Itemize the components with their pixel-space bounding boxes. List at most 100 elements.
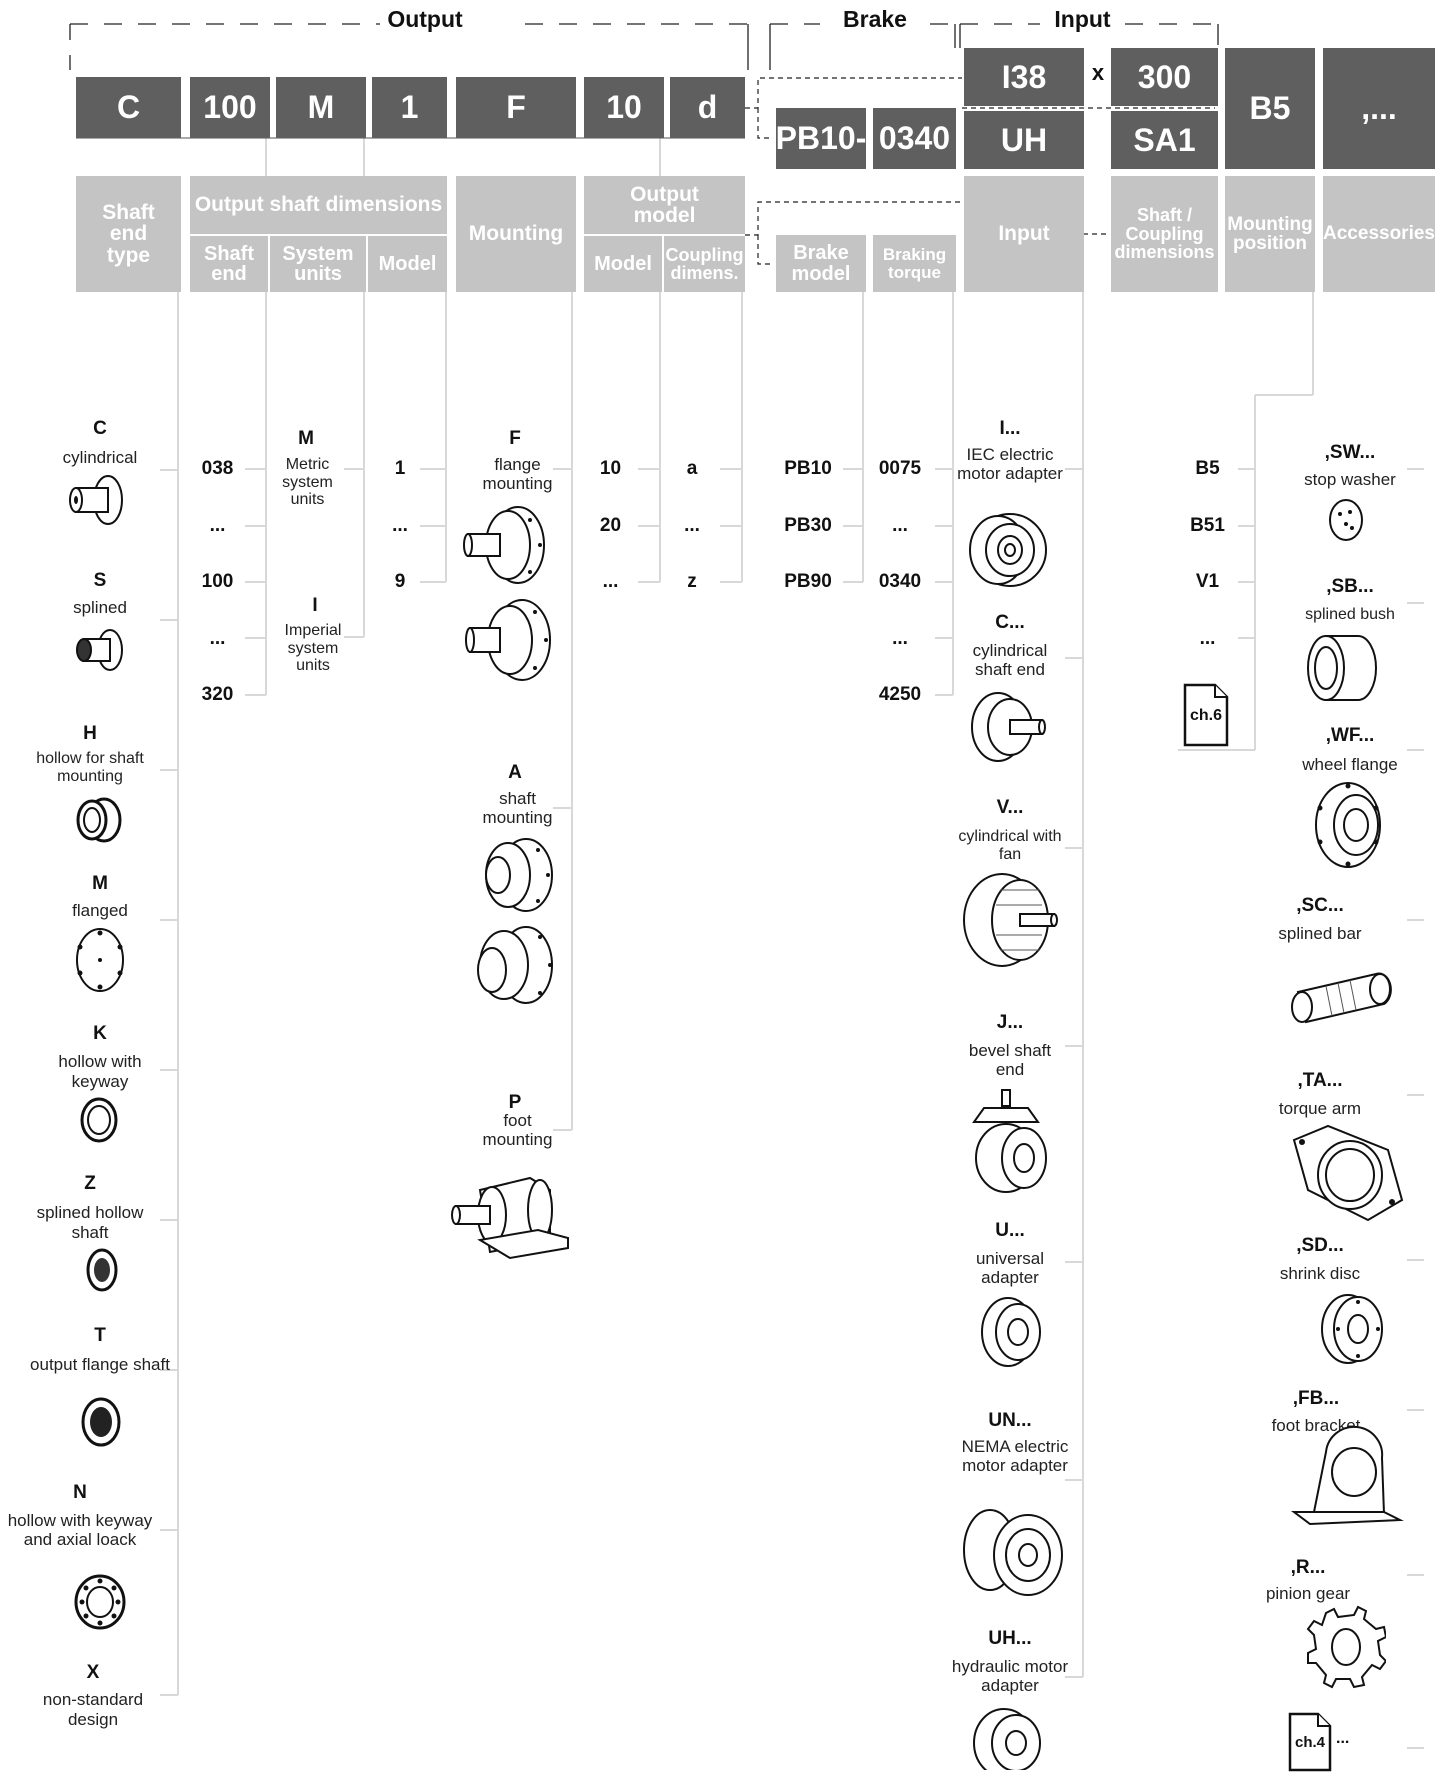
- cylindrical-shaft-icon: [69, 475, 123, 525]
- code-c: C: [76, 77, 181, 138]
- hydraulic-adapter-icon: [973, 1708, 1041, 1770]
- system-units-i-code: I: [312, 595, 318, 616]
- shaft-size-320: 320: [201, 684, 234, 705]
- accessory-ta-code: ,TA...: [1297, 1070, 1343, 1091]
- shaft-type-h-code: H: [83, 723, 97, 744]
- input-c-code: C...: [995, 612, 1025, 633]
- shaft-type-m-code: M: [92, 873, 108, 894]
- mounting-p-code: P: [508, 1092, 522, 1113]
- position-ellipsis: ...: [1199, 628, 1216, 649]
- chapter-6-label: ch.6: [1189, 707, 1222, 724]
- shaft-mounting-icon: [477, 838, 553, 1004]
- cylindrical-input-icon: [971, 692, 1046, 762]
- code-1: 1: [372, 77, 447, 138]
- mounting-p-desc: foot mounting: [482, 1111, 553, 1149]
- system-units-m-code: M: [298, 428, 314, 449]
- accessory-ta-desc: torque arm: [1278, 1099, 1362, 1118]
- code-torque: 0340: [873, 108, 956, 169]
- accessory-sb-code: ,SB...: [1326, 576, 1374, 597]
- accessory-sd-code: ,SD...: [1296, 1235, 1344, 1256]
- chapter-4-label: ch.4: [1294, 1734, 1325, 1751]
- code-accessories: ,...: [1323, 48, 1435, 169]
- hollow-keyway-icon: [80, 1097, 118, 1143]
- code-size: 100: [190, 77, 270, 138]
- code-b5: B5: [1225, 48, 1315, 169]
- shaft-type-z-code: Z: [84, 1173, 96, 1194]
- input-i-code: I...: [999, 418, 1021, 439]
- input-j-code: J...: [996, 1012, 1024, 1033]
- wheel-flange-icon: [1315, 782, 1381, 868]
- group-brake: Brake: [843, 6, 907, 32]
- input-uh-code: UH...: [988, 1628, 1032, 1649]
- code-300: 300: [1111, 48, 1218, 106]
- torque-arm-icon: [1292, 1124, 1404, 1222]
- input-v-code: V...: [996, 797, 1024, 818]
- system-units-m-desc: Metric system units: [282, 456, 333, 509]
- accessory-r-code: ,R...: [1290, 1557, 1326, 1578]
- torque-4250: 4250: [878, 684, 922, 705]
- code-i38: I38: [964, 48, 1084, 106]
- iec-adapter-icon: [969, 513, 1047, 587]
- accessory-wf-code: ,WF...: [1325, 725, 1375, 746]
- chapter-6-file-icon[interactable]: ch.6: [1181, 683, 1231, 748]
- output-model-10: 10: [599, 458, 622, 479]
- chapter-4-more: ...: [1336, 1730, 1350, 1747]
- accessory-sw-code: ,SW...: [1324, 442, 1376, 463]
- flange-mounting-icon: [463, 506, 551, 681]
- torque-ellipsis-2: ...: [892, 628, 908, 649]
- accessory-wf-desc: wheel flange: [1302, 755, 1398, 774]
- code-sa1: SA1: [1111, 111, 1218, 169]
- header-input: Input: [964, 176, 1084, 292]
- header-om-model: Model: [584, 236, 662, 292]
- input-un-desc: NEMA electric motor adapter: [961, 1437, 1069, 1475]
- code-d: d: [670, 77, 745, 138]
- group-input: Input: [1054, 6, 1111, 32]
- shaft-type-x-desc: non-standard design: [42, 1690, 144, 1729]
- shaft-type-s-desc: splined: [73, 598, 127, 617]
- code-x: x: [1091, 60, 1105, 85]
- header-model: Model: [368, 236, 447, 292]
- universal-adapter-icon: [981, 1297, 1041, 1367]
- model-9: 9: [394, 571, 406, 592]
- input-u-desc: universal adapter: [975, 1249, 1045, 1287]
- shaft-type-c-desc: cylindrical: [62, 448, 138, 467]
- shaft-type-k-desc: hollow with keyway: [58, 1052, 142, 1091]
- splined-hollow-icon: [86, 1248, 118, 1292]
- torque-ellipsis-1: ...: [892, 515, 908, 536]
- code-10: 10: [584, 77, 664, 138]
- brake-model-pb30: PB30: [784, 515, 832, 536]
- mounting-f-code: F: [509, 428, 521, 449]
- input-c-desc: cylindrical shaft end: [972, 641, 1048, 679]
- shaft-type-t-code: T: [94, 1325, 106, 1346]
- splined-bar-icon: [1291, 972, 1392, 1024]
- shaft-type-t-desc: output flange shaft: [30, 1355, 170, 1374]
- bevel-input-icon: [972, 1089, 1047, 1193]
- shaft-type-n-code: N: [73, 1482, 87, 1503]
- hollow-shaft-icon: [76, 797, 122, 843]
- foot-bracket-icon: [1291, 1425, 1404, 1526]
- splined-shaft-icon: [76, 629, 123, 671]
- input-un-code: UN...: [988, 1410, 1032, 1431]
- code-uh: UH: [964, 111, 1084, 169]
- brake-model-pb90: PB90: [784, 571, 832, 592]
- shaft-size-ellipsis-1: ...: [209, 515, 226, 536]
- flanged-shaft-icon: [76, 928, 124, 992]
- code-pb: PB10-: [776, 108, 866, 169]
- coupling-z: z: [687, 571, 697, 592]
- output-model-20: 20: [599, 515, 622, 536]
- accessory-sc-desc: splined bar: [1278, 924, 1362, 943]
- shaft-type-z-desc: splined hollow shaft: [36, 1203, 144, 1242]
- shaft-type-m-desc: flanged: [72, 901, 128, 920]
- model-1: 1: [394, 458, 406, 479]
- accessory-fb-code: ,FB...: [1292, 1388, 1340, 1409]
- torque-0075: 0075: [878, 458, 922, 479]
- chapter-4-file-icon[interactable]: ch.4: [1286, 1712, 1334, 1772]
- accessory-sd-desc: shrink disc: [1279, 1264, 1361, 1283]
- group-output: Output: [387, 6, 463, 32]
- shaft-type-n-desc: hollow with keyway and axial loack: [7, 1511, 153, 1549]
